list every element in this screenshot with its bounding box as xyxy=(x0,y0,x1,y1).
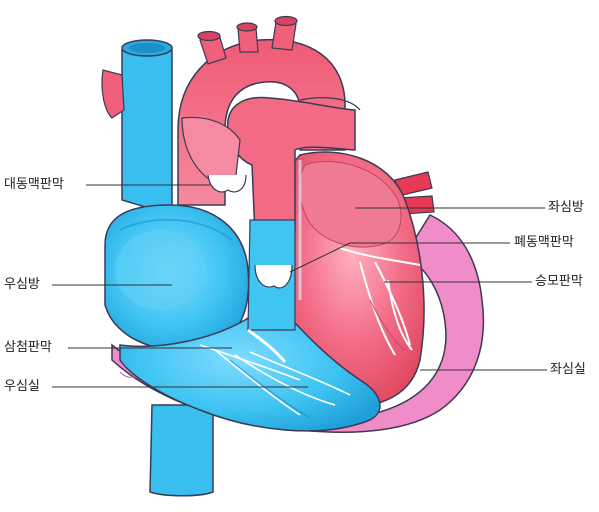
label-left-ventricle: 좌심실 xyxy=(550,362,586,377)
label-aortic-valve: 대동맥판막 xyxy=(4,177,64,192)
inferior-vena-cava xyxy=(149,404,214,497)
pulmonary-trunk xyxy=(227,96,356,236)
left-atrium xyxy=(298,160,402,248)
label-left-atrium: 좌심방 xyxy=(548,200,584,215)
septum xyxy=(247,328,287,363)
label-pulmonary-valve: 폐동맥판막 xyxy=(514,235,574,250)
label-tricuspid-valve: 삼첨판막 xyxy=(4,340,52,355)
leader-pulmonary-valve xyxy=(289,242,351,273)
pulmonary-valve xyxy=(254,264,293,289)
tricuspid-valve xyxy=(199,344,351,416)
label-right-atrium: 우심방 xyxy=(4,277,40,292)
label-mitral-valve: 승모판막 xyxy=(535,274,583,289)
aortic-branch-3 xyxy=(271,21,297,51)
pulmonary-artery-branch xyxy=(299,97,361,111)
superior-vena-cava xyxy=(121,49,173,217)
mitral-valve xyxy=(339,247,421,356)
label-right-ventricle: 우심실 xyxy=(4,379,40,394)
aortic-branch-2 xyxy=(237,27,259,53)
pulmonary-vein-left xyxy=(101,69,125,119)
